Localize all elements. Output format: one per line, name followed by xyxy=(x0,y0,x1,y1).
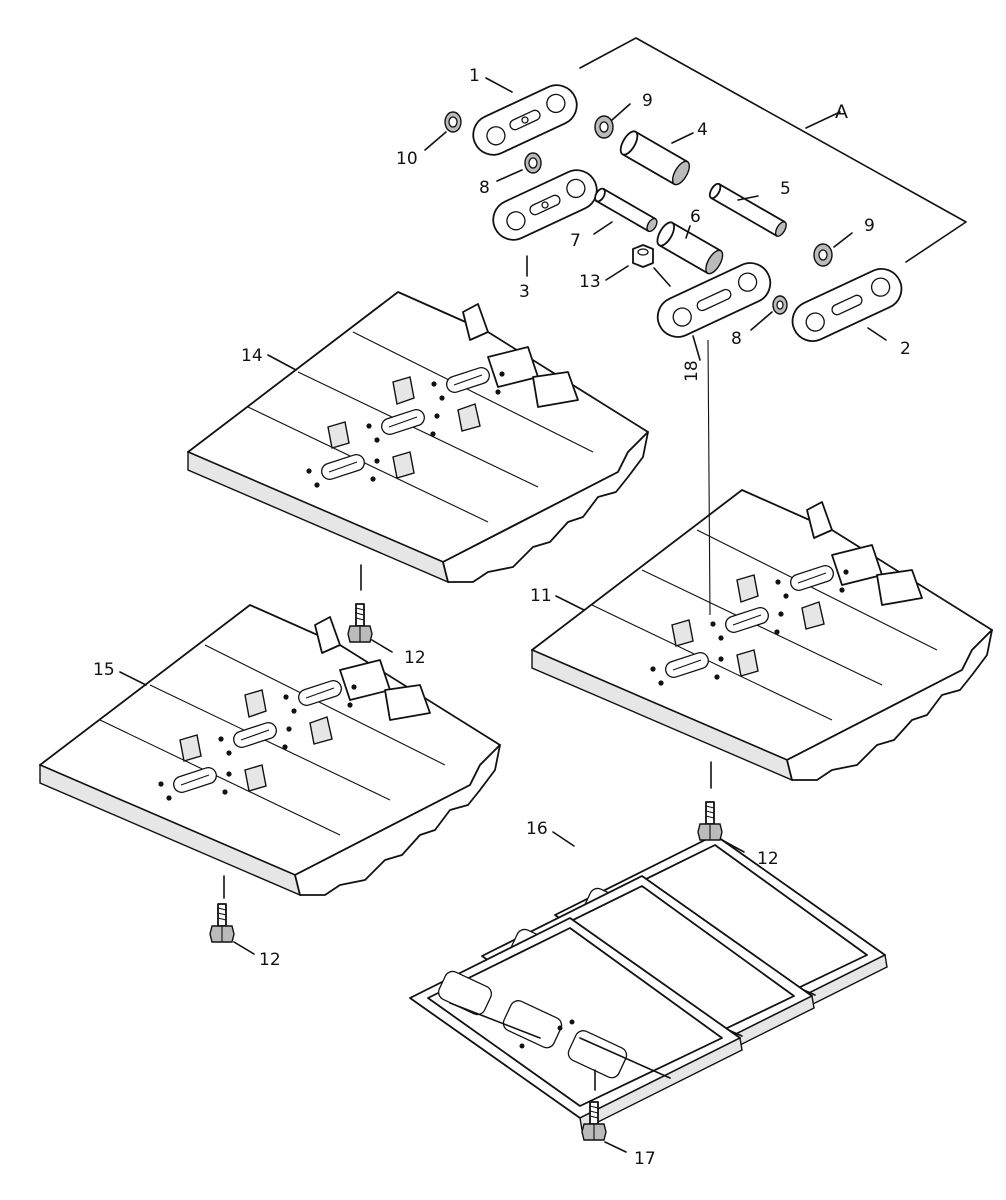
callout-12a: 12 xyxy=(404,648,426,668)
callout-12c: 12 xyxy=(259,950,281,970)
callout-3: 3 xyxy=(519,282,530,302)
track-shoe-14 xyxy=(187,291,649,583)
callout-1: 1 xyxy=(469,66,480,86)
callout-16: 16 xyxy=(526,819,548,839)
bolt-icon xyxy=(347,603,373,643)
callout-a: A xyxy=(835,101,848,123)
leader-lines xyxy=(119,77,887,1153)
callout-15: 15 xyxy=(93,660,115,680)
seal-ring-icon xyxy=(444,111,462,133)
track-link-icon xyxy=(472,84,578,156)
callout-6: 6 xyxy=(690,207,701,227)
track-shoe-11 xyxy=(531,489,993,781)
track-link-icon xyxy=(656,262,772,338)
link-assembly-a xyxy=(444,37,967,342)
seal-ring-icon xyxy=(813,243,833,267)
bolt-icon xyxy=(697,801,723,841)
track-link-icon xyxy=(492,169,598,241)
callout-8a: 8 xyxy=(479,178,490,198)
bushing-icon xyxy=(656,221,724,275)
callout-13: 13 xyxy=(579,272,601,292)
callout-17: 17 xyxy=(634,1149,656,1169)
callout-18: 18 xyxy=(682,360,702,382)
nut-icon xyxy=(632,244,654,268)
callout-9a: 9 xyxy=(642,91,653,111)
seal-ring-icon xyxy=(524,152,542,174)
callout-14: 14 xyxy=(241,346,263,366)
bolt-icon xyxy=(209,903,235,943)
callout-2: 2 xyxy=(900,339,911,359)
callout-10: 10 xyxy=(396,149,418,169)
track-shoe-15 xyxy=(39,604,501,896)
callout-4: 4 xyxy=(697,120,708,140)
callout-12b: 12 xyxy=(757,849,779,869)
pin-icon xyxy=(594,187,658,233)
seal-ring-icon xyxy=(594,115,614,139)
callout-5: 5 xyxy=(780,179,791,199)
callout-8b: 8 xyxy=(731,329,742,349)
callout-9b: 9 xyxy=(864,216,875,236)
callout-7: 7 xyxy=(570,231,581,251)
track-link-icon xyxy=(791,268,903,342)
seal-ring-icon xyxy=(772,295,788,315)
pin-icon xyxy=(708,182,787,237)
callout-11: 11 xyxy=(530,586,552,606)
bushing-icon xyxy=(619,130,691,186)
